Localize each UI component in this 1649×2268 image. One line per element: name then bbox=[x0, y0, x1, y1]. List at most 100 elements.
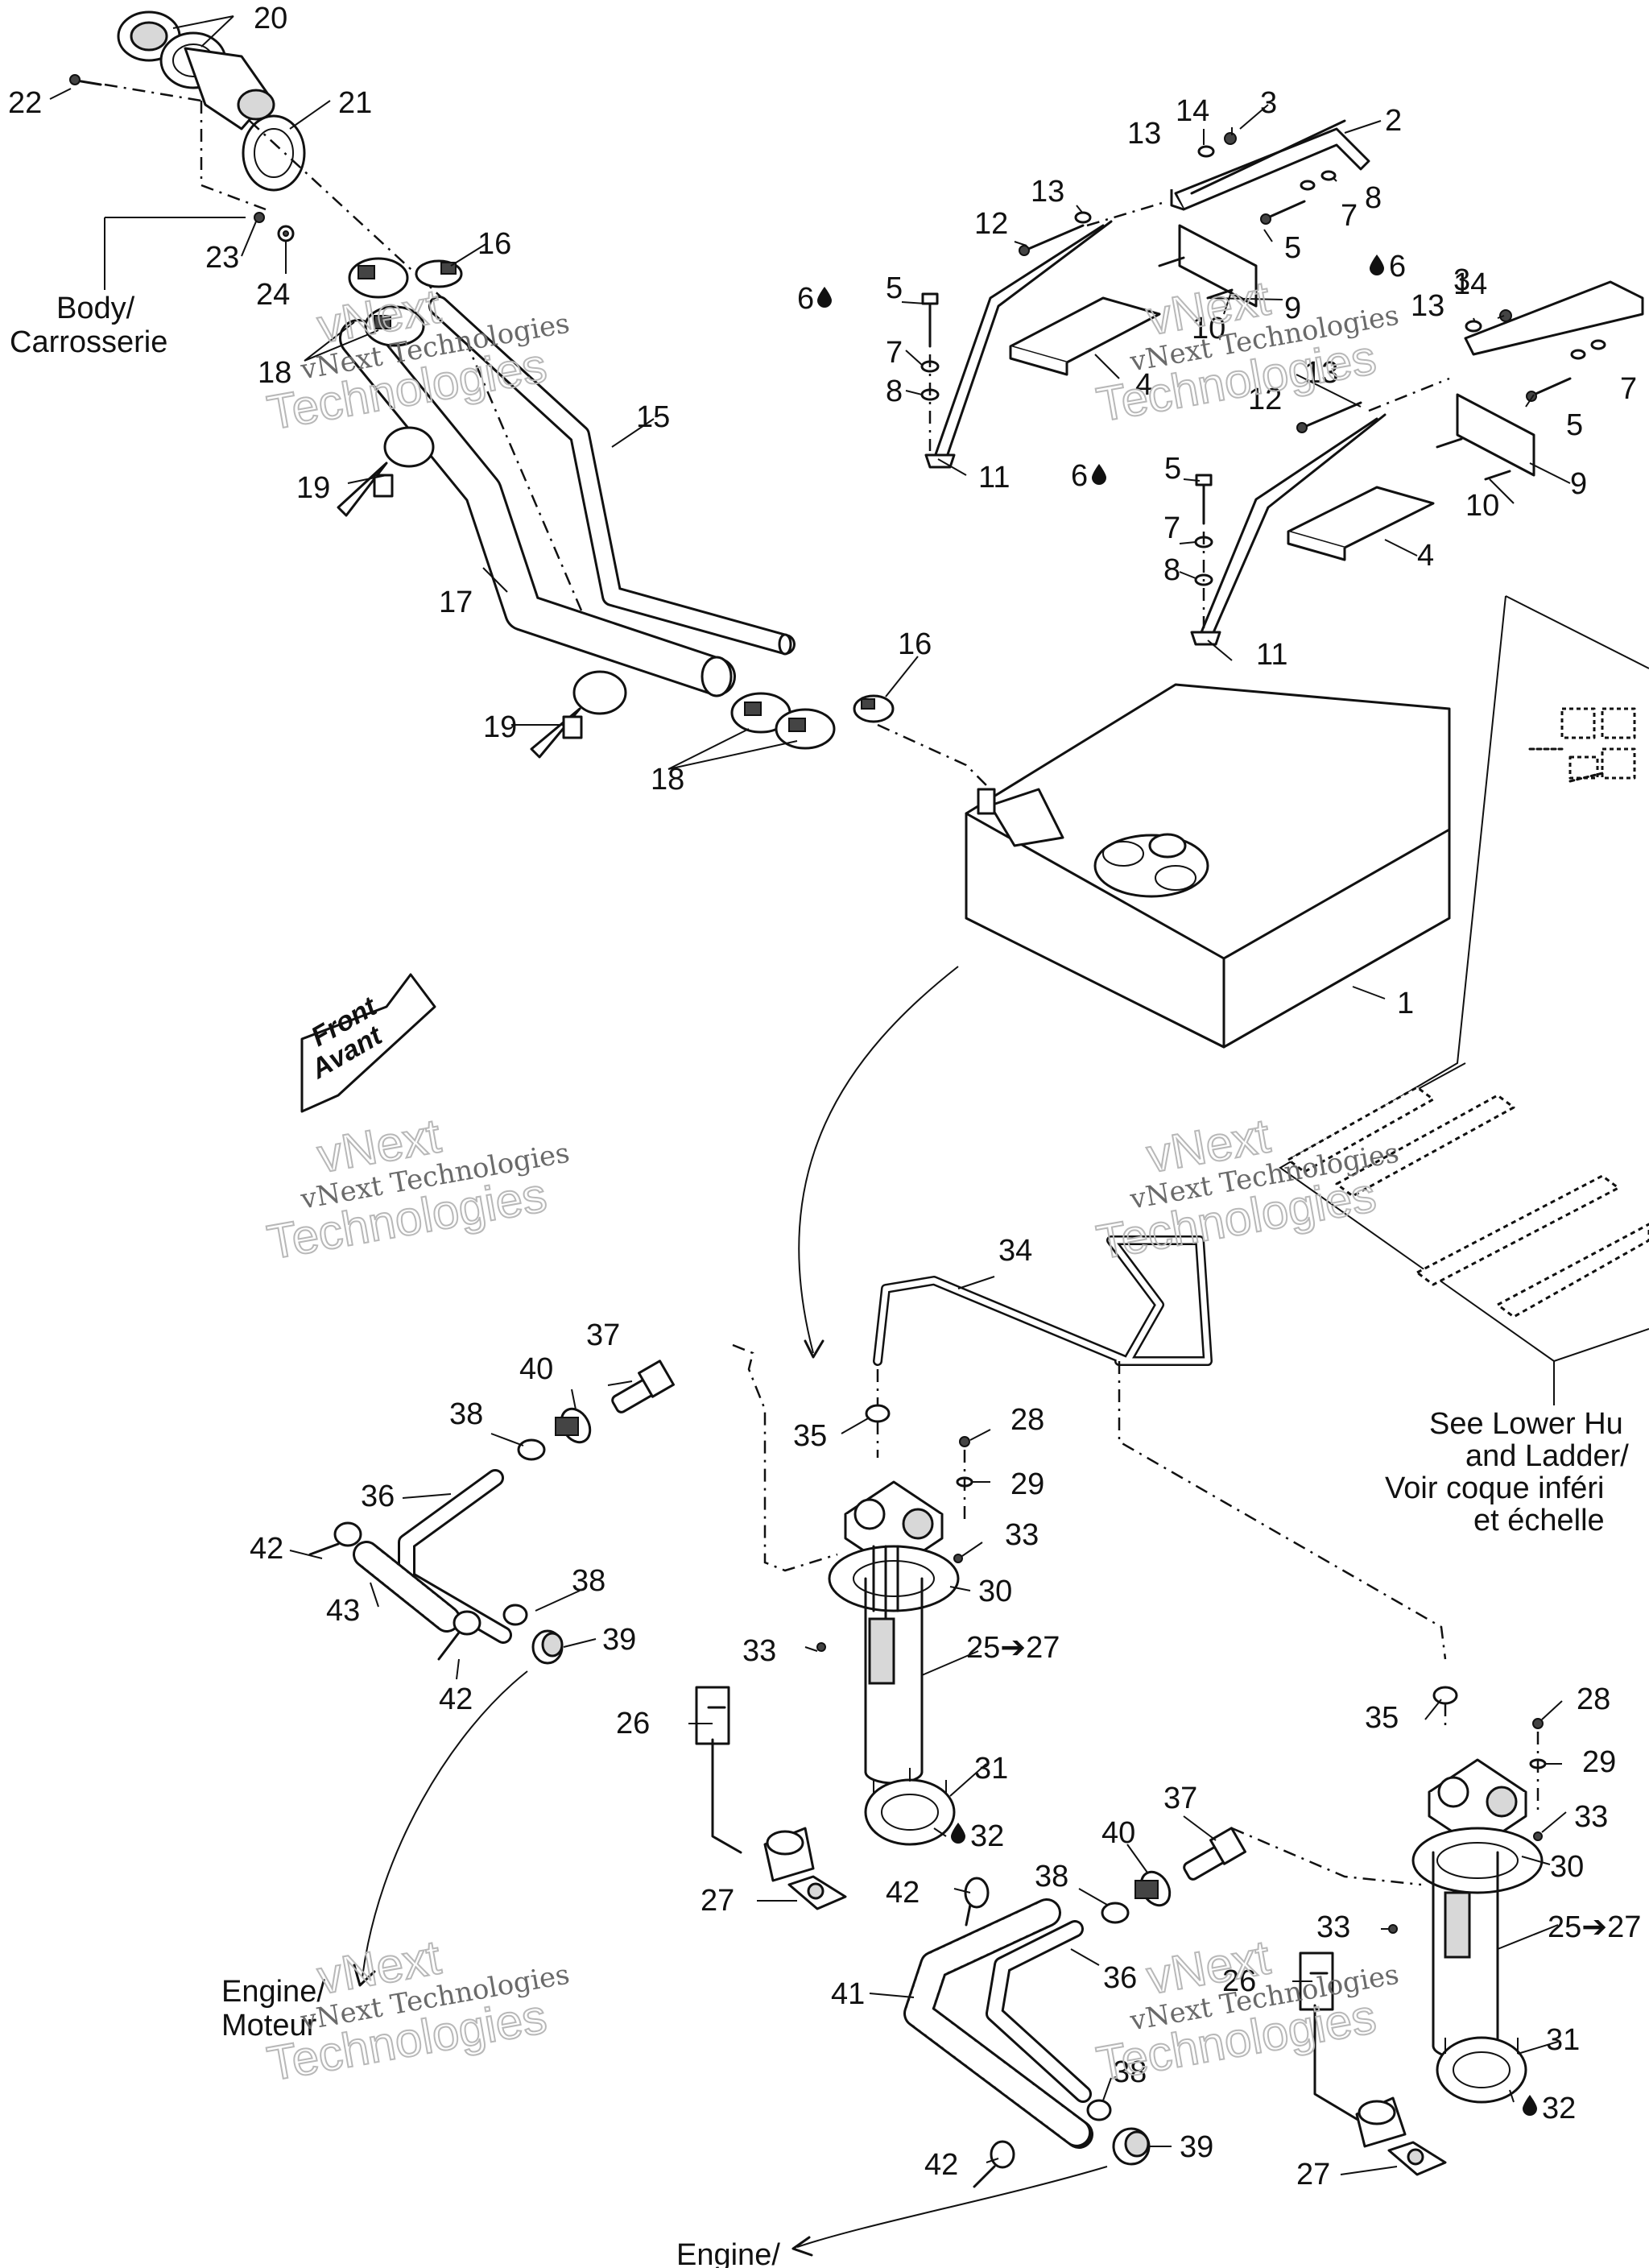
clamp-35-a bbox=[865, 1404, 891, 1423]
vent-hose-15 bbox=[428, 296, 796, 656]
body-note-line1: Body/ bbox=[56, 292, 135, 325]
fuel-pump-module-30-a bbox=[828, 1480, 960, 1785]
callout: 13 bbox=[1304, 356, 1338, 390]
watermark: vNext vNext Technologies Technologies bbox=[262, 278, 572, 441]
bolt-5-upper bbox=[921, 292, 939, 348]
strap-11-right bbox=[1190, 413, 1387, 646]
callout: 5 bbox=[1284, 231, 1301, 265]
callout: 31 bbox=[1546, 2023, 1580, 2057]
callout: 40 bbox=[1101, 1816, 1135, 1850]
hull-ladder-fasteners bbox=[1528, 707, 1636, 783]
callout: 9 bbox=[1570, 467, 1587, 501]
fuel-line-set-1 bbox=[308, 1360, 675, 1987]
callout: 33 bbox=[742, 1634, 776, 1668]
callout: 11 bbox=[978, 461, 1010, 495]
callout: 7 bbox=[1163, 511, 1180, 545]
tank-to-sender-arrow bbox=[798, 966, 959, 1354]
callout: 33 bbox=[1316, 1910, 1350, 1944]
callout: 26 bbox=[616, 1707, 650, 1740]
float-arm-26-a bbox=[695, 1686, 742, 1854]
callout: 5 bbox=[1566, 408, 1583, 442]
fitting-39-a bbox=[531, 1629, 564, 1665]
watermark: vNext vNext Technologies Technologies bbox=[1092, 1107, 1401, 1270]
quick-connector-40-a bbox=[555, 1407, 592, 1444]
watermark: vNext vNext Technologies Technologies bbox=[262, 1107, 572, 1270]
engine-note-1-line2: Moteur bbox=[221, 2009, 317, 2042]
bolt-5-right-upper bbox=[1260, 200, 1306, 225]
callout: 8 bbox=[1163, 553, 1180, 587]
callout-labels: 1 2 3 3 4 4 5 5 5 5 6 6 6 7 7 7 7 8 8 8 … bbox=[8, 2, 1641, 2191]
filler-gasket-ring bbox=[242, 114, 306, 192]
watermark: vNext vNext Technologies Technologies bbox=[1092, 1929, 1401, 2092]
clamp-35-b bbox=[1432, 1686, 1458, 1705]
hose-clamp-18-upper bbox=[348, 257, 425, 347]
clamp-38-a-top bbox=[517, 1438, 546, 1461]
washer-13-upper bbox=[1074, 211, 1092, 224]
callout: 29 bbox=[1010, 1467, 1044, 1501]
callout: 16 bbox=[898, 627, 932, 661]
fuel-hose-36-a bbox=[398, 1469, 512, 1644]
callout: 32 bbox=[970, 1819, 1004, 1853]
callout: 23 bbox=[205, 241, 239, 275]
callout: 30 bbox=[978, 1575, 1012, 1608]
callout: 10 bbox=[1192, 312, 1225, 346]
callout: 3 bbox=[1453, 263, 1470, 297]
callout: 38 bbox=[1113, 2055, 1147, 2089]
callout: 35 bbox=[1365, 1701, 1399, 1735]
float-27-a bbox=[763, 1827, 847, 1910]
callout: 18 bbox=[258, 356, 291, 390]
callout: 2 bbox=[1385, 104, 1402, 138]
callout: 13 bbox=[1411, 289, 1444, 323]
oil-drop-icon bbox=[1523, 2095, 1537, 2116]
vent-tube-34 bbox=[873, 1235, 1213, 1366]
callout: 20 bbox=[254, 2, 287, 35]
callout: 7 bbox=[886, 336, 903, 370]
to-engine-arrow-2 bbox=[796, 2166, 1108, 2248]
hull-note-line1: See Lower Hu bbox=[1429, 1407, 1623, 1441]
callout: 42 bbox=[250, 1532, 283, 1566]
callout: 37 bbox=[1163, 1782, 1197, 1815]
fuel-line-set-2 bbox=[791, 1827, 1246, 2257]
washers-7-lower-right bbox=[1570, 339, 1606, 360]
callout: 16 bbox=[477, 227, 511, 261]
callout: 36 bbox=[361, 1480, 395, 1513]
screws-10-upper bbox=[1158, 256, 1234, 300]
connector-37-b bbox=[1183, 1827, 1246, 1881]
callout: 33 bbox=[1005, 1518, 1039, 1552]
callout: 10 bbox=[1465, 489, 1499, 523]
callout: 13 bbox=[1127, 117, 1161, 151]
callout: 37 bbox=[586, 1318, 620, 1352]
hose-clamp-18-lower bbox=[730, 692, 836, 750]
bolt-5-right-lower bbox=[1526, 377, 1572, 402]
callout: 6 bbox=[797, 282, 814, 316]
cable-tie-19-upper bbox=[337, 426, 435, 517]
fill-hose-17 bbox=[339, 319, 736, 697]
callout: 7 bbox=[1341, 199, 1358, 233]
callout: 21 bbox=[338, 86, 372, 120]
callout: 8 bbox=[1365, 181, 1382, 215]
callout: 5 bbox=[1164, 452, 1181, 486]
clamp-38-b-top bbox=[1101, 1902, 1130, 1924]
oil-drop-icon bbox=[1092, 464, 1106, 485]
screw-33-a bbox=[816, 1554, 963, 1652]
nut-23 bbox=[254, 212, 265, 223]
callout: 42 bbox=[924, 2148, 958, 2182]
nut-14-upper bbox=[1224, 132, 1237, 145]
callout: 30 bbox=[1550, 1850, 1584, 1884]
callout: 28 bbox=[1577, 1682, 1610, 1716]
quick-connector-40-b bbox=[1134, 1870, 1172, 1907]
fuel-pump-module-30-b bbox=[1411, 1758, 1544, 2060]
screw-22 bbox=[69, 74, 102, 86]
cable-tie-42-a-upper bbox=[308, 1521, 362, 1556]
callout: 17 bbox=[439, 586, 473, 619]
callout: 18 bbox=[651, 763, 684, 797]
lower-hull-reference bbox=[1279, 595, 1649, 1405]
callout: 29 bbox=[1582, 1745, 1616, 1779]
callout: 36 bbox=[1103, 1961, 1137, 1995]
watermarks: vNext vNext Technologies Technologies vN… bbox=[262, 270, 1401, 2092]
callout: 14 bbox=[1453, 267, 1487, 301]
body-note-line2: Carrosserie bbox=[10, 325, 167, 359]
pad-4-lower bbox=[1287, 486, 1435, 561]
connector-37-a bbox=[611, 1360, 675, 1413]
to-engine-arrow-1 bbox=[362, 1670, 528, 1978]
